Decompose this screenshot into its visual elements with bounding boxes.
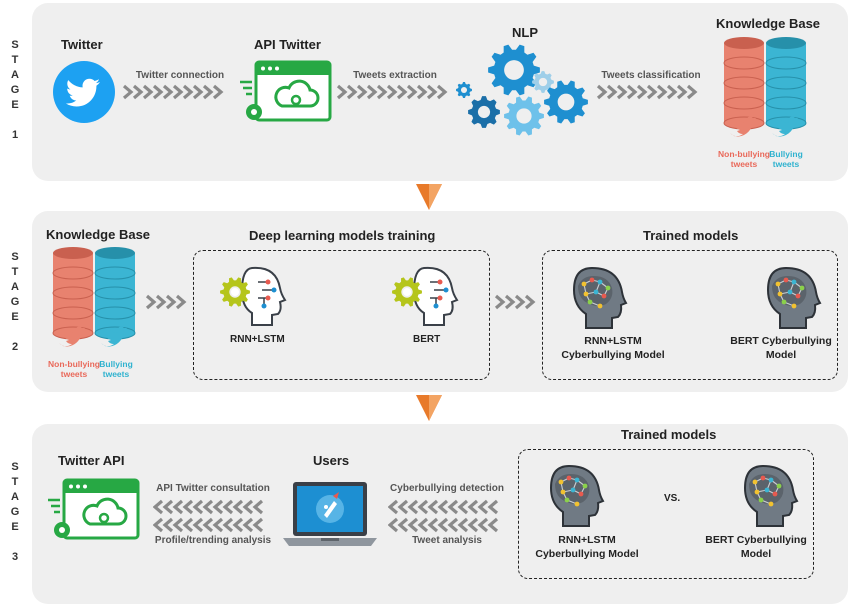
twitter-bird-icon (53, 61, 115, 123)
bullying-label-stage2: Bullying tweets (99, 359, 133, 379)
stage3-panel (32, 424, 848, 604)
tweets-extraction-arrow-icon (336, 84, 448, 100)
stage1-to-2-arrow-icon (416, 184, 442, 210)
twitter-api-icon (48, 478, 140, 540)
api-consultation-label: API Twitter consultation (156, 483, 270, 494)
stage1-panel (32, 3, 848, 181)
users-label: Users (313, 453, 350, 468)
twitter-label: Twitter (61, 37, 103, 52)
profile-analysis-arrow-icon (153, 517, 264, 533)
profile-analysis-label: Profile/trending analysis (154, 535, 272, 546)
tweets-classification-label: Tweets classification (601, 70, 701, 81)
non-bullying-label-stage1: Non-bullying tweets (718, 149, 770, 169)
tweets-extraction-label: Tweets extraction (353, 70, 437, 81)
twitter-connection-label: Twitter connection (135, 70, 225, 81)
cyberbullying-detection-arrow-icon (388, 499, 499, 515)
bert-training-label: BERT (413, 334, 441, 345)
kb-label-stage2: Knowledge Base (46, 227, 151, 242)
bullying-label-stage1: Bullying tweets (769, 149, 803, 169)
bert-model-label-3: BERT Cyberbullying Model (705, 534, 807, 561)
training-to-trained-arrow-icon (494, 294, 536, 310)
training-box (193, 250, 490, 380)
rnn-model-brain-icon-3 (549, 464, 605, 527)
stage2-to-3-arrow-icon (416, 395, 442, 421)
tweet-analysis-label: Tweet analysis (412, 535, 482, 546)
rnn-model-brain-icon (572, 266, 628, 329)
training-title: Deep learning models training (249, 228, 436, 243)
knowledge-base-db-icon (723, 37, 807, 137)
api-consultation-arrow-icon (153, 499, 264, 515)
laptop-icon (283, 482, 377, 546)
bert-model-label-2: BERT Cyberbullying Model (730, 335, 832, 362)
trained-models-title-2: Trained models (643, 228, 739, 243)
twitter-connection-arrow-icon (122, 84, 224, 100)
knowledge-base-db-icon-2 (52, 247, 136, 347)
rnn-model-label-3: RNN+LSTM Cyberbullying Model (535, 534, 639, 561)
nlp-gears-icon (456, 44, 588, 136)
cyberbullying-detection-label: Cyberbullying detection (390, 483, 504, 494)
tweet-analysis-arrow-icon (388, 517, 499, 533)
trained-models-title-3: Trained models (621, 427, 717, 442)
non-bullying-label-stage2: Non-bullying tweets (48, 359, 100, 379)
rnn-model-label-2: RNN+LSTM Cyberbullying Model (561, 335, 665, 362)
rnn-training-label: RNN+LSTM (230, 334, 285, 345)
bert-model-brain-icon-3 (743, 464, 799, 527)
trained-models-box-2 (542, 250, 838, 380)
api-twitter-icon (240, 60, 332, 122)
rnn-training-head-icon (220, 266, 287, 326)
tweets-classification-arrow-icon (596, 84, 698, 100)
kb-to-training-arrow-icon (145, 294, 187, 310)
twitter-api-label: Twitter API (58, 453, 125, 468)
bert-training-head-icon (392, 266, 459, 326)
kb-label-stage1: Knowledge Base (716, 16, 821, 31)
api-twitter-label: API Twitter (254, 37, 321, 52)
vs-label: VS. (664, 493, 681, 504)
trained-models-box-3 (518, 449, 814, 579)
bert-model-brain-icon (766, 266, 822, 329)
nlp-label: NLP (512, 25, 538, 40)
